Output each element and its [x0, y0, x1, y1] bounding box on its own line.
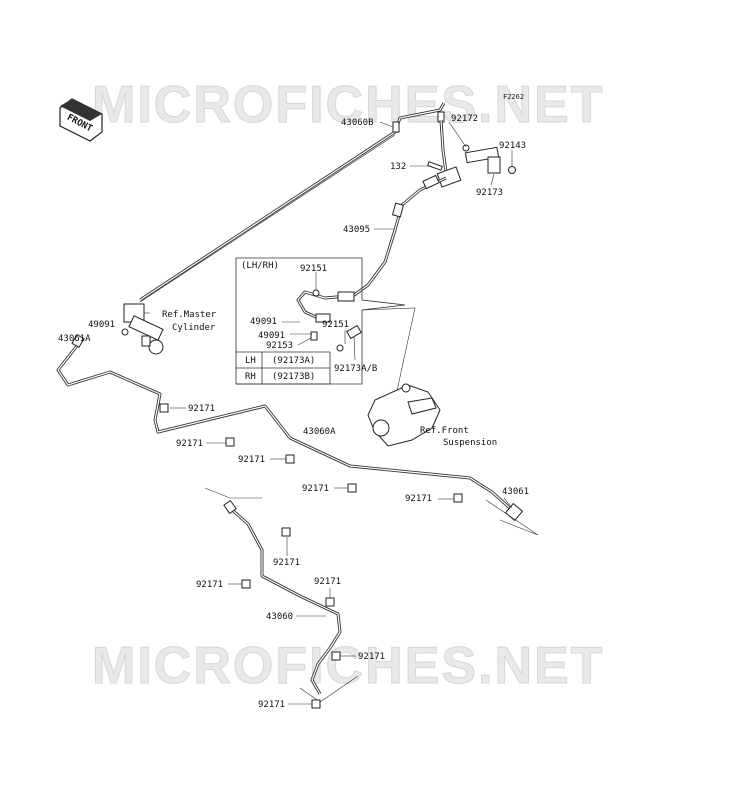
- variant-lh-side: LH: [245, 356, 256, 366]
- label-92171-3: 92171: [238, 455, 265, 465]
- label-43061A: 43061A: [58, 334, 91, 344]
- label-43061: 43061: [502, 487, 529, 497]
- lhrh-detail-box: [235, 257, 416, 401]
- label-132: 132: [390, 162, 406, 172]
- label-ref-front-1: Ref.Front: [420, 426, 469, 436]
- label-92171-8: 92171: [314, 577, 341, 587]
- label-92143: 92143: [499, 141, 526, 151]
- clamp-92171-group: [159, 403, 463, 709]
- clamp-3: [285, 454, 295, 464]
- label-43060B: 43060B: [341, 118, 374, 128]
- label-lhrh: (LH/RH): [241, 261, 279, 271]
- clamp-4: [347, 483, 357, 493]
- master-cylinder: [121, 303, 164, 355]
- label-43060: 43060: [266, 612, 293, 622]
- label-92171-2: 92171: [176, 439, 203, 449]
- bracket-assembly: [427, 144, 516, 188]
- label-92171-7: 92171: [196, 580, 223, 590]
- label-92171-9: 92171: [358, 652, 385, 662]
- clamp-2: [225, 437, 235, 447]
- part-labels: 43060B 92172 92143 132 92173 43095 (LH/R…: [58, 114, 529, 710]
- label-92171-4: 92171: [302, 484, 329, 494]
- label-92173: 92173: [476, 188, 503, 198]
- leader-lines: [144, 121, 513, 705]
- label-92171-10: 92171: [258, 700, 285, 710]
- clamp-7: [241, 579, 251, 589]
- label-92151-a: 92151: [300, 264, 327, 274]
- watermark-bottom: MICROFICHES.NET: [92, 637, 604, 695]
- label-49091-a: 49091: [88, 320, 115, 330]
- label-49091-b: 49091: [250, 317, 277, 327]
- brake-hose-43060B: [139, 102, 446, 303]
- variant-rh-side: RH: [245, 372, 256, 382]
- label-92151-b: 92151: [322, 320, 349, 330]
- clamp-10: [311, 699, 321, 709]
- clamp-6: [281, 527, 291, 537]
- front-suspension: [367, 383, 441, 447]
- brake-pipe-43060: [204, 487, 359, 703]
- clamp-9: [331, 651, 341, 661]
- watermark-top: MICROFICHES.NET: [92, 76, 604, 134]
- brake-hose-43095: [349, 174, 447, 300]
- front-arrow-icon: FRONT: [59, 98, 103, 142]
- variant-rh-part: (92173B): [272, 372, 315, 382]
- label-92172: 92172: [451, 114, 478, 124]
- label-ref-master-1: Ref.Master: [162, 310, 217, 320]
- clamp-8: [325, 597, 335, 607]
- clamp-5: [453, 493, 463, 503]
- label-49091-c: 49091: [258, 331, 285, 341]
- label-43095: 43095: [343, 225, 370, 235]
- label-ref-front-2: Suspension: [443, 438, 497, 448]
- variant-lh-part: (92173A): [272, 356, 315, 366]
- label-92171-1: 92171: [188, 404, 215, 414]
- clamp-1: [159, 403, 169, 413]
- label-92153: 92153: [266, 341, 293, 351]
- brake-pipe-43060A: [56, 333, 539, 536]
- label-43060A: 43060A: [303, 427, 336, 437]
- label-92171-6: 92171: [273, 558, 300, 568]
- label-ref-master-2: Cylinder: [172, 323, 216, 333]
- figure-code: F2262: [503, 93, 524, 101]
- label-92171-5: 92171: [405, 494, 432, 504]
- label-92173AB: 92173A/B: [334, 364, 377, 374]
